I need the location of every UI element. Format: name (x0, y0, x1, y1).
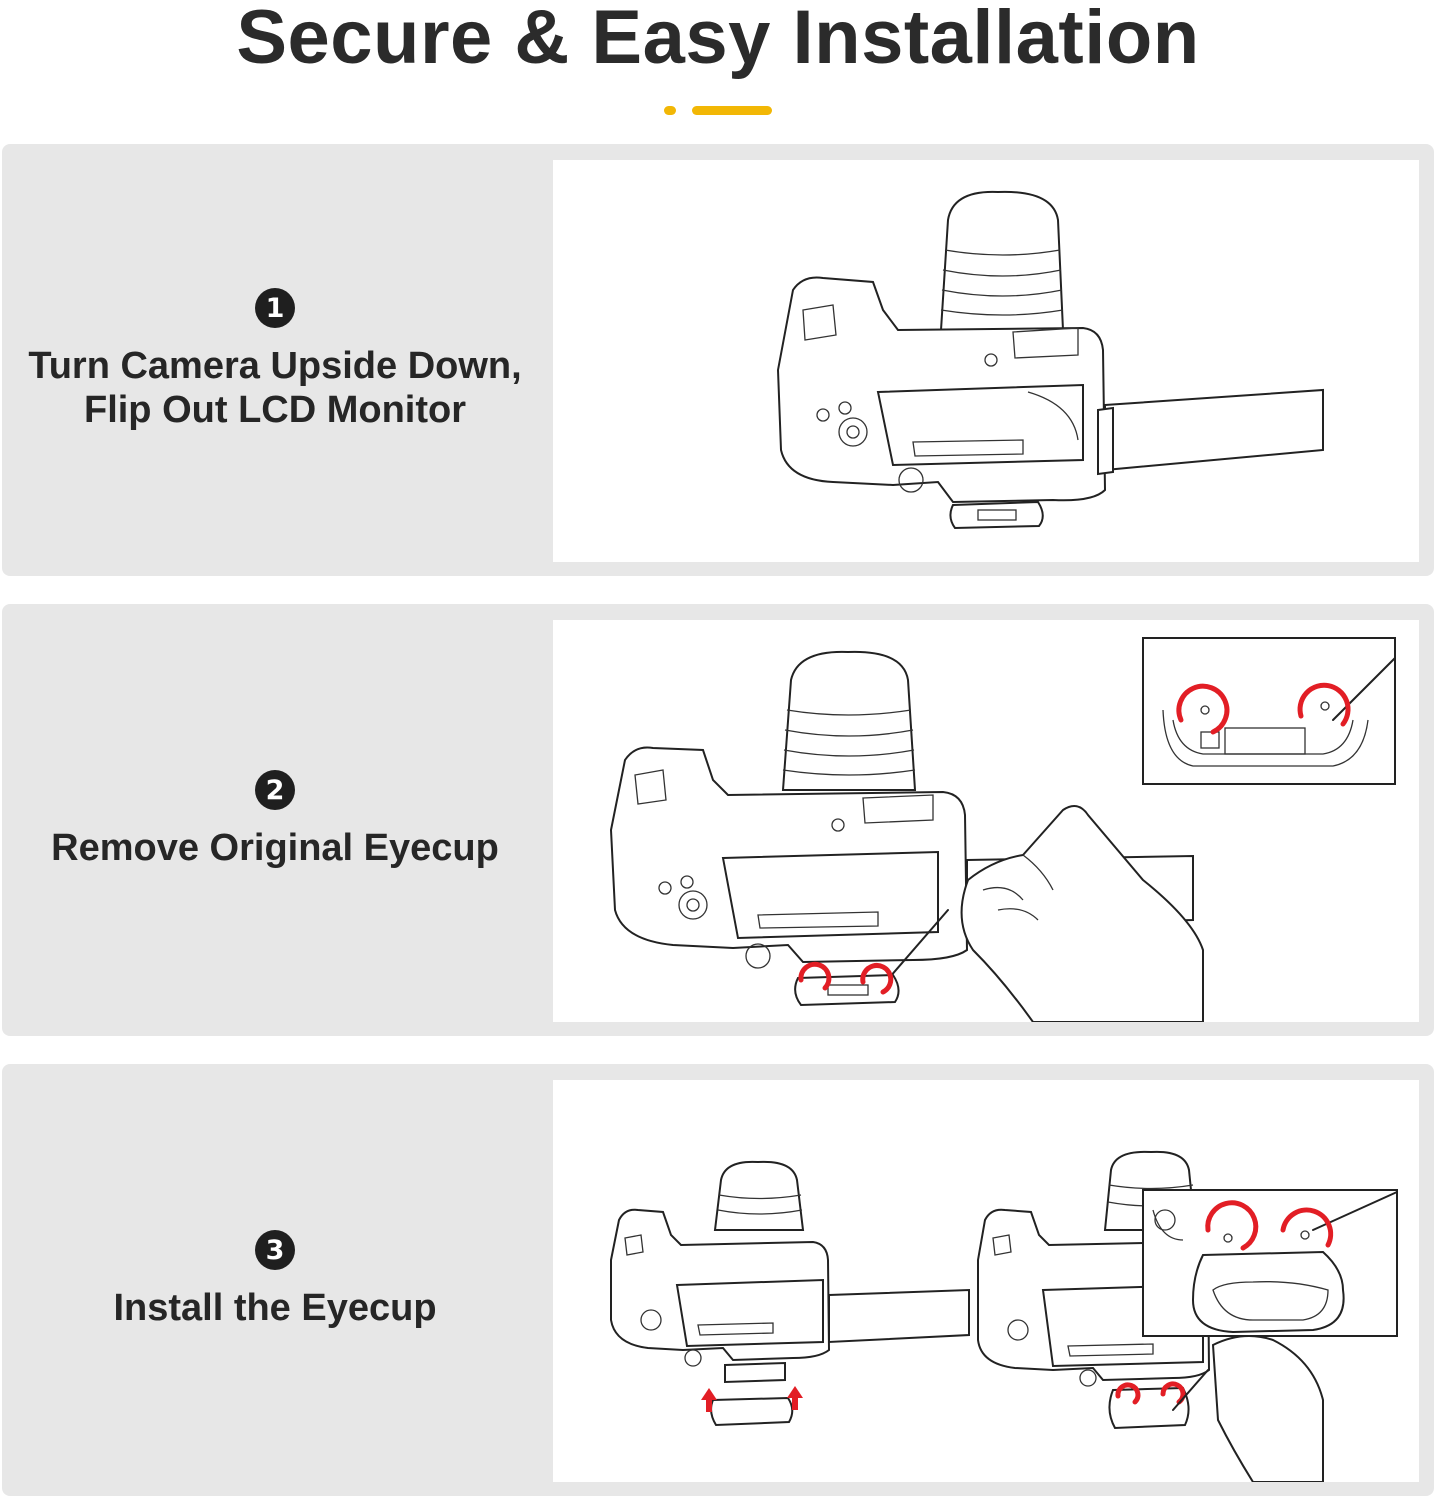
step-2-instruction: Remove Original Eyecup (51, 826, 499, 870)
step-1-text: 1 Turn Camera Upside Down, Flip Out LCD … (2, 144, 548, 576)
camera-install-eyecup-illustration (610, 1150, 1398, 1482)
step-2-illustration (553, 620, 1419, 1022)
step-panel-3: 3 Install the Eyecup (2, 1064, 1434, 1496)
page-title: Secure & Easy Installation (236, 0, 1200, 80)
step-1-line-1: Turn Camera Upside Down, (28, 345, 522, 387)
step-1-instruction: Turn Camera Upside Down, Flip Out LCD Mo… (28, 344, 521, 432)
step-3-text: 3 Install the Eyecup (2, 1064, 548, 1496)
step-panel-2: 2 Remove Original Eyecup (2, 604, 1434, 1036)
step-2-number-badge: 2 (255, 770, 295, 810)
step-2-line-1: Remove Original Eyecup (51, 827, 499, 869)
accent-dot (664, 106, 676, 115)
camera-flip-lcd-illustration (776, 190, 1324, 530)
step-3-instruction: Install the Eyecup (113, 1286, 436, 1330)
step-3-line-1: Install the Eyecup (113, 1287, 437, 1329)
step-1-number-badge: 1 (255, 288, 295, 328)
step-1-line-2: Flip Out LCD Monitor (83, 389, 467, 431)
step-1-illustration (553, 160, 1419, 562)
step-3-number-badge: 3 (255, 1230, 295, 1270)
step-2-text: 2 Remove Original Eyecup (2, 604, 548, 1036)
step-3-illustration (553, 1080, 1419, 1482)
accent-bar (692, 106, 772, 115)
step-panel-1: 1 Turn Camera Upside Down, Flip Out LCD … (2, 144, 1434, 576)
camera-unscrew-eyecup-illustration (609, 637, 1396, 1022)
